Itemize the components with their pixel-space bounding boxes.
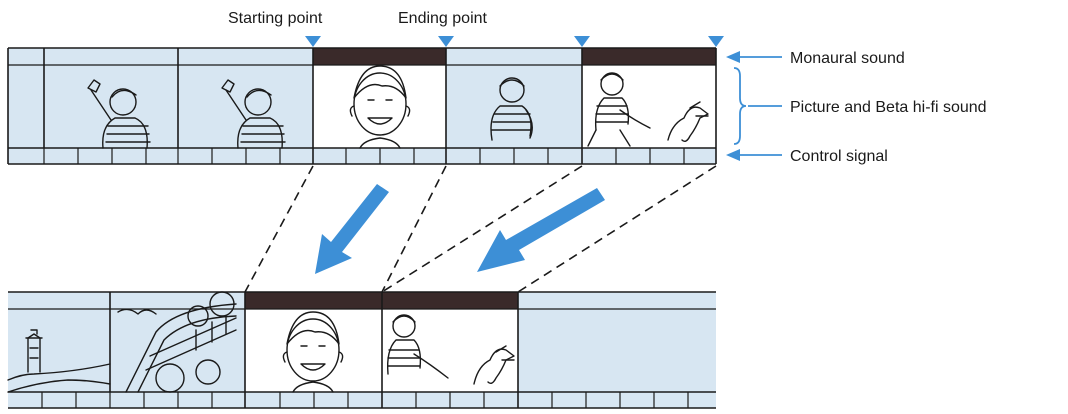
flow-arrow-left	[315, 184, 389, 274]
ending-point-label: Ending point	[398, 10, 488, 27]
track-label-arrows	[726, 51, 782, 161]
edit-markers	[305, 36, 724, 47]
picture-hifi-sound-label: Picture and Beta hi-fi sound	[790, 99, 987, 116]
marker-triangle-4	[708, 36, 724, 47]
edited-tape	[8, 292, 716, 408]
picture-track-brace	[734, 68, 746, 144]
monaural-bar-1	[313, 48, 446, 65]
control-signal-label: Control signal	[790, 148, 888, 165]
flow-arrow-right	[477, 188, 605, 272]
monaural-sound-label: Monaural sound	[790, 50, 905, 67]
monaural-bar-2	[582, 48, 716, 65]
flow-arrows	[315, 184, 605, 274]
marker-triangle-3	[574, 36, 590, 47]
marker-triangle-1	[305, 36, 321, 47]
marker-triangle-2	[438, 36, 454, 47]
starting-point-label: Starting point	[228, 10, 323, 27]
source-tape	[8, 48, 716, 164]
